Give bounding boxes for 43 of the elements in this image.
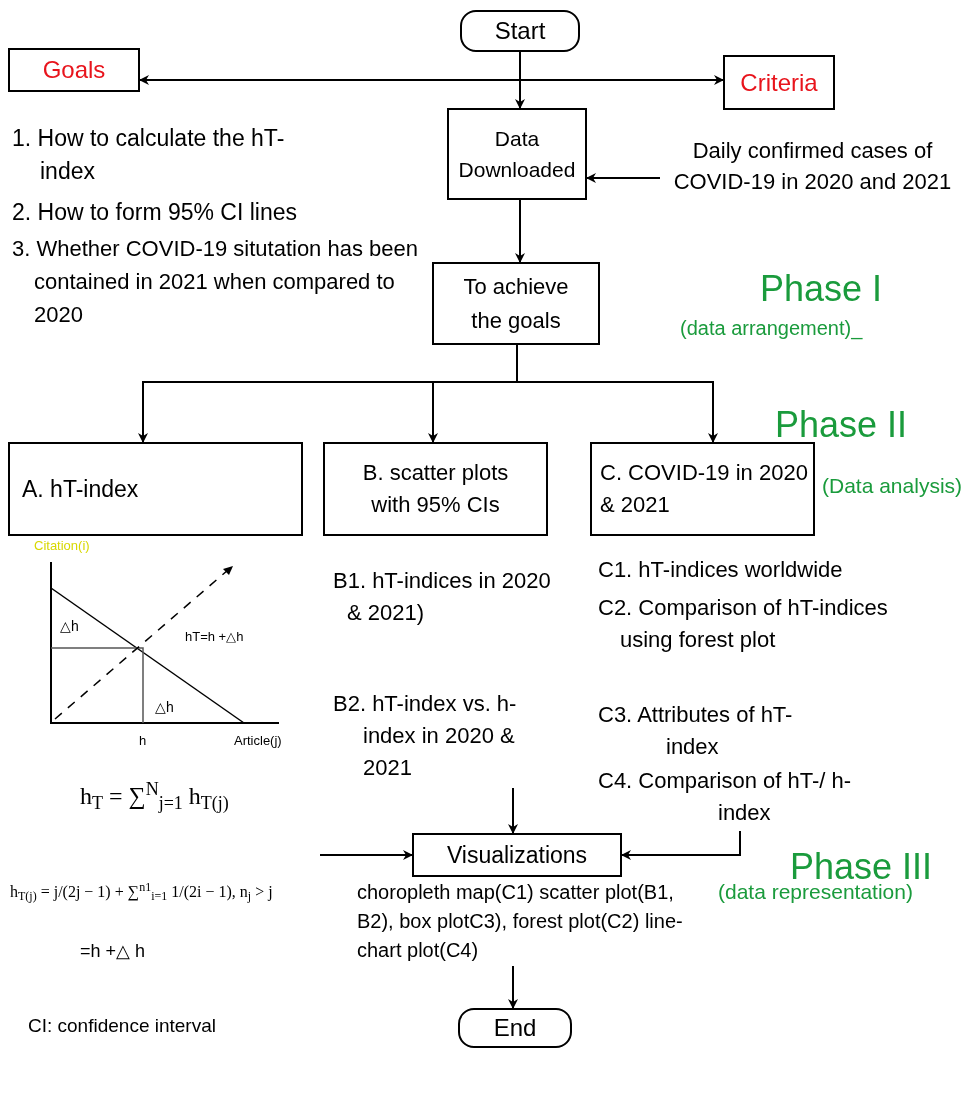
phase-subtitle: (data representation) [718, 879, 914, 905]
process-box: C. COVID-19 in 2020 & 2021 [590, 442, 815, 536]
arrow [621, 830, 741, 860]
note-text: CI: confidence interval [28, 1014, 217, 1038]
arrow [508, 965, 518, 1009]
arrow [516, 344, 718, 443]
formula: h$_{T}$ = ∑$^{N}$$_{j=1}$ h$_{T(j)}$ [80, 778, 230, 814]
item-text: C1. hT-indices worldwide [598, 556, 844, 584]
phase-heading: Phase I [760, 267, 884, 311]
area-label: △h [155, 698, 175, 717]
axis-label: Citation(i) [34, 537, 91, 555]
item-text: B2. hT-index vs. h-index in 2020 & 2021 [333, 688, 548, 788]
arrow [515, 51, 525, 109]
process-box: Visualizations [412, 833, 622, 877]
area-label: △h [60, 617, 80, 636]
start-terminal: Start [460, 10, 580, 52]
tick-label: h [139, 732, 148, 750]
equation-text: hT=h +△h [185, 628, 245, 646]
end-terminal: End [458, 1008, 572, 1048]
process-box: To achieve the goals [432, 262, 600, 345]
process-box: B. scatter plots with 95% CIs [323, 442, 548, 536]
arrow [586, 173, 661, 183]
phase-subtitle: (data arrangement)_ [680, 316, 864, 342]
item-text: C4. Comparison of hT-/ h-index [598, 765, 868, 831]
arrow [319, 850, 413, 860]
item-text: B1. hT-indices in 2020 & 2021) [333, 567, 552, 627]
phase-subtitle: (Data analysis) [822, 473, 964, 499]
item-text: C3. Attributes of hT-index [598, 701, 794, 761]
arrow [508, 787, 518, 834]
formula: h$_{T(j)}$ = j/(2j − 1) + ∑$^{n1}$$_{i=1}$ 1/(2i − 1), n$_{j}$ > j [10, 880, 274, 904]
arrow [515, 199, 525, 263]
input-text: Daily confirmed cases of COVID-19 in 2020 and 2021 [660, 135, 965, 235]
goals-box: Goals [8, 48, 140, 92]
formula: =h +△ h [80, 940, 147, 963]
criteria-box: Criteria [723, 55, 835, 110]
axis-label: Article(j) [234, 732, 283, 750]
goal-item: 3. Whether COVID-19 situtation has been contained in 2021 when compared to 2020 [12, 235, 419, 329]
goal-item: 1. How to calculate the hT-index [12, 124, 286, 186]
item-text: C2. Comparison of hT-indices using forest plot [598, 594, 889, 654]
output-text: choropleth map(C1) scatter plot(B1, B2), box plotC3), forest plot(C2) line-chart plot(C4) [357, 878, 697, 966]
process-box: A. hT-index [8, 442, 303, 536]
process-box: Data Downloaded [447, 108, 587, 200]
goal-item: 2. How to form 95% CI lines [12, 198, 299, 227]
